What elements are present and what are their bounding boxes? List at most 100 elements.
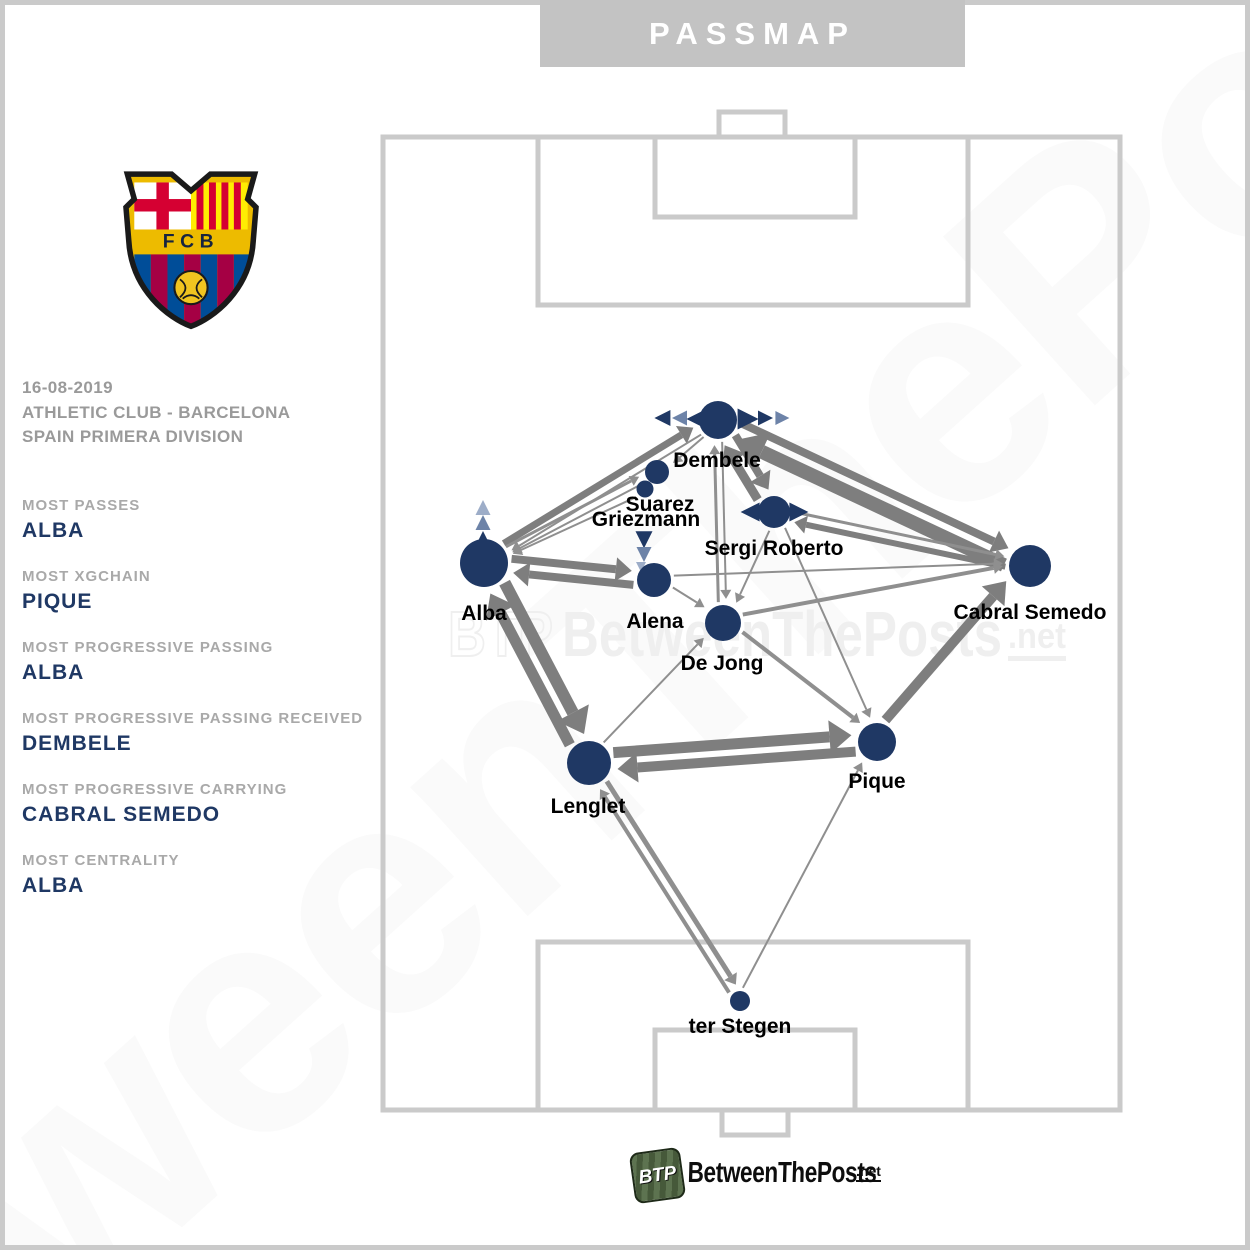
- direction-marker-right: [737, 408, 759, 430]
- player-node-suarez: [645, 460, 669, 484]
- pass-arrow-cabral-semedo-to-sergi-roberto: [805, 521, 1006, 570]
- pass-arrowhead: [849, 712, 861, 723]
- pass-arrowhead: [749, 469, 771, 490]
- direction-marker-left: [654, 410, 671, 426]
- pass-arrow-alba-to-alena: [511, 554, 617, 574]
- pass-arrow-cabral-semedo-to-dembele: [758, 445, 1007, 572]
- pass-arrowhead: [993, 558, 1003, 570]
- pass-arrowhead: [614, 557, 632, 582]
- player-node-de-jong: [705, 605, 741, 641]
- stat-value: PIQUE: [22, 590, 93, 613]
- pass-arrow-pique-to-lenglet: [637, 746, 857, 773]
- direction-marker-left: [672, 410, 687, 426]
- direction-marker-up: [475, 515, 491, 530]
- pass-arrowhead: [556, 704, 589, 734]
- player-node-lenglet: [567, 741, 611, 785]
- pass-arrow-lenglet-to-alba: [495, 610, 575, 748]
- stat-value: ALBA: [22, 519, 85, 542]
- btp-brand-text: BetweenThePosts: [687, 1157, 877, 1189]
- pass-arrowhead: [736, 432, 771, 471]
- pass-arrow-sergi-roberto-to-dembele: [730, 458, 762, 502]
- stat-block: MOST PASSES ALBA: [22, 497, 363, 543]
- player-nodes: [460, 401, 1051, 1011]
- player-label-ter-stegen: ter Stegen: [689, 1015, 792, 1038]
- pass-arrow-sergi-roberto-to-pique: [784, 527, 868, 710]
- pass-arrow-alba-to-dembele: [501, 431, 684, 547]
- pass-arrowhead: [722, 445, 746, 468]
- btp-tld-text: .net: [856, 1163, 881, 1182]
- watermark-brand: BetweenThePosts: [562, 598, 1002, 670]
- pass-arrowhead: [994, 549, 1005, 560]
- pass-arrow-pique-to-cabral-semedo: [881, 592, 997, 724]
- player-label-alba: Alba: [461, 602, 507, 625]
- pass-arrow-alena-to-cabral-semedo: [673, 562, 994, 577]
- pass-arrowhead: [794, 515, 808, 534]
- penalty_area_top: [535, 134, 971, 308]
- pass-arrow-griezmann-to-alba: [520, 496, 637, 551]
- pass-arrow-alena-to-de-jong: [672, 586, 698, 604]
- player-label-de-jong: De Jong: [681, 652, 764, 675]
- stat-value: ALBA: [22, 874, 85, 897]
- stat-label: MOST XGCHAIN: [22, 568, 151, 585]
- pass-arrowhead: [693, 637, 704, 649]
- direction-marker-up: [478, 531, 488, 541]
- direction-marker-right: [789, 502, 809, 522]
- pass-arrowhead: [513, 562, 531, 587]
- direction-marker-up: [475, 500, 491, 515]
- crest-initials: FCB: [163, 230, 219, 252]
- pass-arrowhead: [724, 972, 737, 985]
- player-node-sergi-roberto: [758, 496, 790, 528]
- stat-block: MOST CENTRALITY ALBA: [22, 852, 363, 898]
- pass-arrow-de-jong-to-pique: [741, 630, 855, 720]
- pass-arrowhead: [693, 597, 705, 608]
- stat-block: MOST XGCHAIN PIQUE: [22, 568, 363, 614]
- fcb-crest-svg: FCB: [123, 171, 259, 330]
- pass-arrows: [485, 419, 1009, 994]
- direction-marker-down: [635, 531, 653, 549]
- player-node-griezmann: [636, 480, 654, 498]
- btp-logo-icon: BTP: [628, 1146, 687, 1205]
- pass-arrowhead: [673, 453, 684, 464]
- player-node-cabral-semedo: [1009, 545, 1051, 587]
- pass-arrow-dembele-to-alba: [518, 433, 702, 547]
- player-label-alena: Alena: [626, 610, 684, 633]
- direction-marker-right: [758, 410, 773, 426]
- pass-arrow-alba-to-suarez: [505, 479, 632, 549]
- stat-label: MOST CENTRALITY: [22, 852, 180, 869]
- pass-arrow-lenglet-to-pique: [612, 731, 830, 759]
- pass-arrowhead: [853, 762, 863, 773]
- direction-marker-down: [636, 562, 646, 572]
- stat-value: CABRAL SEMEDO: [22, 803, 221, 826]
- pass-arrowhead: [599, 789, 610, 800]
- direction-marker-down: [636, 547, 652, 562]
- pass-arrow-dembele-to-suarez: [679, 436, 705, 458]
- pass-arrowhead: [720, 589, 732, 599]
- pass-arrow-dembele-to-de-jong: [721, 441, 727, 590]
- player-label-suarez: Suarez: [626, 493, 695, 516]
- match-info: 16-08-2019 ATHLETIC CLUB - BARCELONA SPA…: [22, 376, 290, 450]
- pass-arrow-lenglet-to-ter-stegen: [604, 779, 733, 978]
- player-label-dembele: Dembele: [673, 449, 761, 472]
- pass-arrow-de-jong-to-cabral-semedo: [742, 565, 995, 617]
- goal_area_top: [652, 134, 858, 220]
- pass-arrowhead: [485, 593, 516, 621]
- pass-arrowhead: [735, 592, 746, 603]
- pass-arrowhead: [675, 425, 694, 444]
- stat-label: MOST PROGRESSIVE PASSING RECEIVED: [22, 710, 364, 727]
- pass-arrowhead: [628, 476, 640, 486]
- pass-arrow-alena-to-alba: [528, 570, 634, 589]
- pass-arrow-dembele-to-cabral-semedo: [739, 419, 996, 546]
- player-node-pique: [858, 723, 896, 761]
- pass-arrow-sergi-roberto-to-cabral-semedo: [793, 510, 996, 556]
- stats-panel: MOST PASSES ALBA MOST XGCHAIN PIQUE MOST PRO…: [22, 497, 363, 923]
- page-title: PASSMAP: [648, 15, 856, 51]
- pass-arrowhead: [617, 752, 639, 783]
- stat-label: MOST PASSES: [22, 497, 141, 514]
